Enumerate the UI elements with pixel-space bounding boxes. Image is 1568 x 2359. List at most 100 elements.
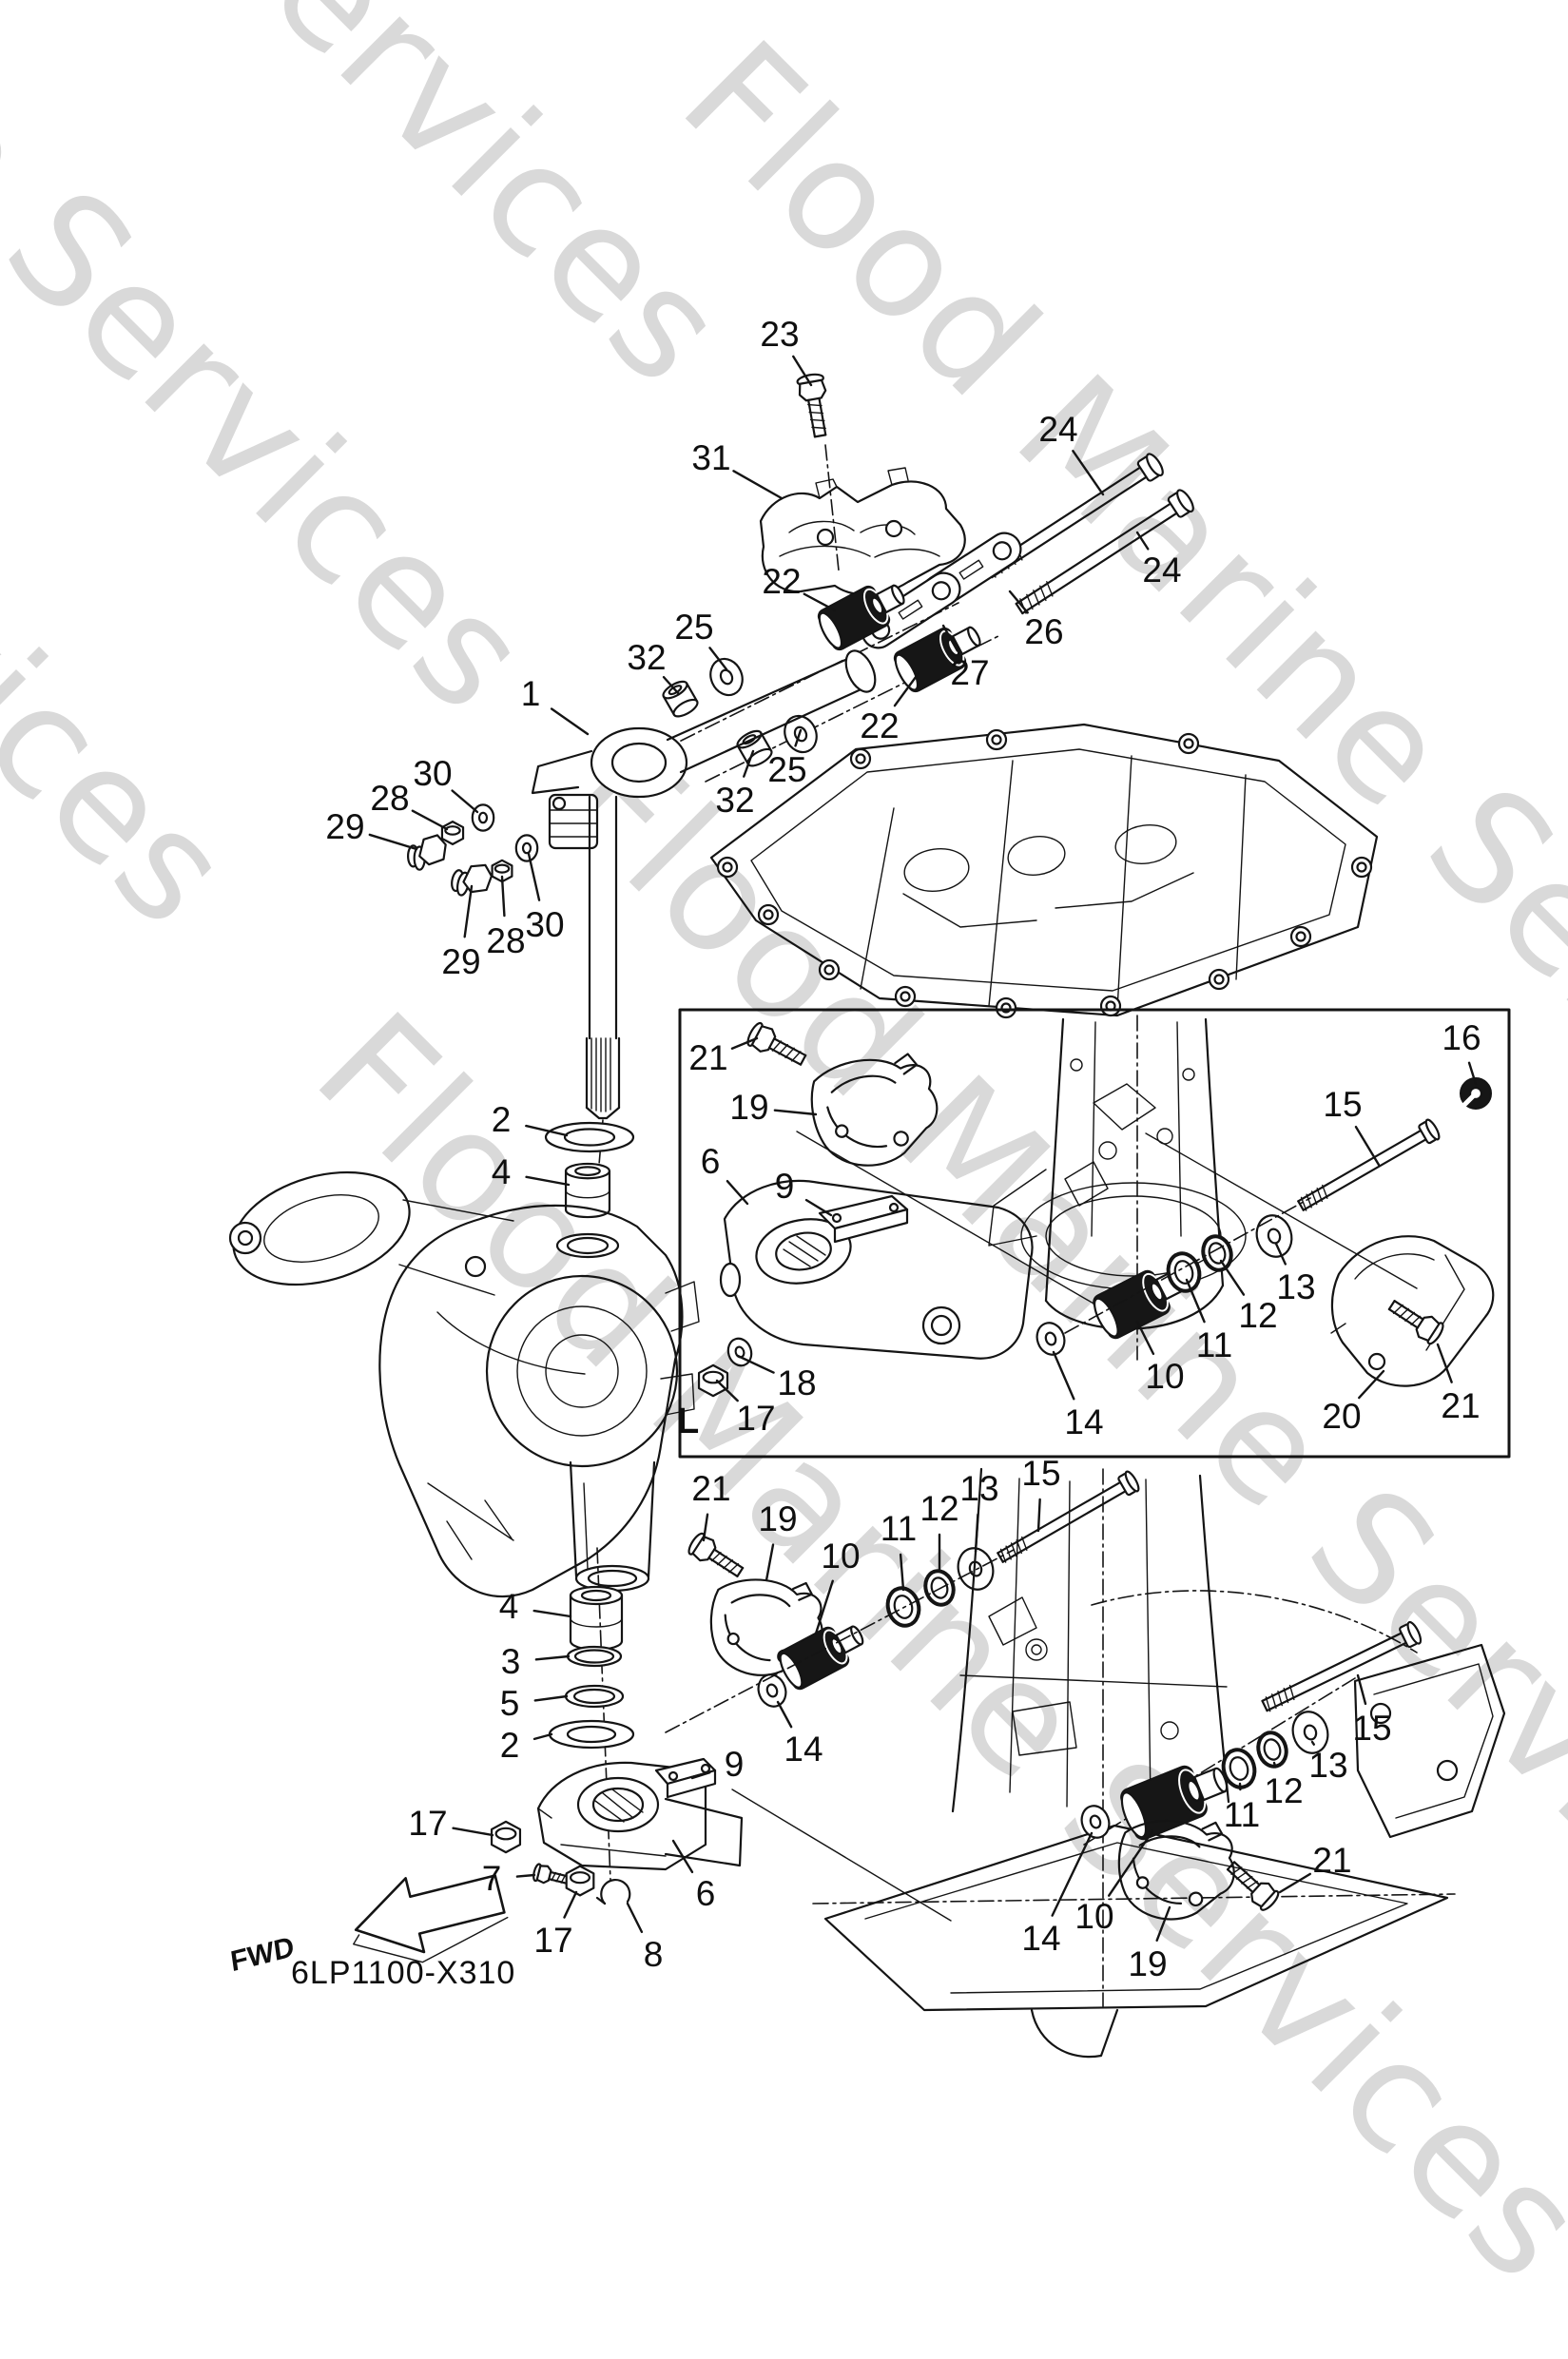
- fwd-label: FWD: [228, 1931, 296, 1978]
- bolt-23-drawing: [795, 371, 835, 440]
- part-callout-13: 13: [959, 1469, 999, 1508]
- nut-17-bottom-second-drawing: [565, 1865, 595, 1897]
- part-callout-32: 32: [715, 781, 755, 820]
- part-callout-24: 24: [1142, 551, 1182, 590]
- axis-bottom-left: [665, 1549, 1015, 1733]
- part-callout-21: 21: [1441, 1386, 1481, 1425]
- part-callout-26: 26: [1024, 612, 1064, 651]
- inset-grommet-16-drawing: [1460, 1077, 1492, 1110]
- swivel-bracket-drawing: [228, 1170, 700, 1598]
- part-callout-17: 17: [408, 1804, 448, 1843]
- plug-29-upper-drawing: [406, 834, 447, 871]
- ring-5-drawing: [564, 1684, 625, 1709]
- part-callout-10: 10: [1074, 1897, 1114, 1936]
- part-callout-19: 19: [729, 1088, 769, 1127]
- washer-2-upper-drawing: [544, 1121, 635, 1153]
- washer-30-upper-drawing: [471, 803, 495, 832]
- part-callout-25: 25: [767, 750, 807, 789]
- part-callout-31: 31: [691, 438, 731, 477]
- part-callout-13: 13: [1276, 1267, 1316, 1306]
- washer-30-lower-drawing: [514, 834, 539, 862]
- part-callout-21: 21: [688, 1038, 728, 1077]
- part-callout-22: 22: [860, 706, 900, 745]
- part-callout-7: 7: [481, 1859, 502, 1898]
- ring-12-bottom-right-drawing: [1252, 1727, 1292, 1772]
- bushing-32-left-drawing: [659, 677, 702, 721]
- mount-bracket-6-bottom-drawing: [536, 1757, 952, 1922]
- part-callout-21: 21: [691, 1469, 731, 1508]
- nut-28-upper-drawing: [441, 821, 464, 845]
- part-callout-15: 15: [1323, 1085, 1363, 1124]
- inset-axis: [1064, 1197, 1311, 1334]
- inset-clamp-19-drawing: [806, 1050, 944, 1172]
- lower-unit-drawing: [812, 1467, 1506, 2059]
- part-callout-4: 4: [491, 1152, 512, 1191]
- part-callout-9: 9: [724, 1745, 745, 1784]
- callout-leader-lines: [368, 355, 1478, 1942]
- inset-washer-14-drawing: [1031, 1318, 1071, 1360]
- inset-bolt-21-left-drawing: [744, 1019, 811, 1073]
- part-callout-9: 9: [774, 1167, 795, 1206]
- part-callout-12: 12: [920, 1489, 959, 1528]
- part-callout-12: 12: [1264, 1771, 1304, 1810]
- part-callout-3: 3: [500, 1642, 521, 1681]
- part-callout-19: 19: [1128, 1944, 1168, 1983]
- inset-nut-17-drawing: [697, 1363, 729, 1398]
- ring-12-bottom-left-drawing: [920, 1565, 959, 1611]
- part-callout-28: 28: [486, 921, 526, 960]
- part-callout-19: 19: [758, 1499, 798, 1538]
- engine-pan-drawing: [709, 723, 1379, 1019]
- part-callout-1: 1: [520, 674, 541, 713]
- inset-bolt-15-drawing: [1294, 1116, 1442, 1217]
- inset-washer-13-drawing: [1250, 1209, 1298, 1263]
- inset-midsection-drawing: [796, 1015, 1418, 1361]
- part-callout-25: 25: [674, 608, 714, 647]
- nut-17-bottom-first-drawing: [490, 1820, 522, 1854]
- inset-orientation-label: L: [677, 1402, 700, 1441]
- bracket-mouth-drawing: [555, 1232, 620, 1259]
- swivel-shaft-drawing: [585, 795, 621, 1166]
- part-callout-4: 4: [498, 1587, 519, 1626]
- inset-cover-20-drawing: [1330, 1235, 1495, 1387]
- ring-3-drawing: [566, 1645, 623, 1668]
- inset-bolt-21-right-drawing: [1384, 1293, 1447, 1347]
- part-callout-30: 30: [413, 754, 453, 793]
- inset-block-9-drawing: [818, 1194, 909, 1244]
- part-callout-32: 32: [627, 638, 667, 677]
- part-callout-29: 29: [441, 942, 481, 981]
- part-callout-29: 29: [325, 807, 365, 846]
- part-callout-10: 10: [821, 1537, 861, 1576]
- part-callout-21: 21: [1312, 1841, 1352, 1880]
- part-callout-12: 12: [1238, 1296, 1278, 1335]
- part-callout-2: 2: [491, 1100, 512, 1139]
- part-callout-14: 14: [784, 1730, 823, 1769]
- part-callout-23: 23: [760, 315, 800, 354]
- part-callout-18: 18: [777, 1363, 817, 1402]
- steering-yoke-1-drawing: [531, 649, 877, 850]
- part-callout-2: 2: [499, 1726, 520, 1765]
- part-callout-30: 30: [525, 905, 565, 944]
- part-callout-6: 6: [695, 1874, 716, 1913]
- part-callout-27: 27: [950, 653, 990, 692]
- part-callout-14: 14: [1064, 1402, 1104, 1441]
- centerline-23-31: [824, 444, 840, 571]
- part-callout-11: 11: [880, 1509, 918, 1548]
- part-callout-6: 6: [700, 1142, 721, 1181]
- inset-mount-6-drawing: [719, 1179, 1034, 1360]
- detail-inset-box: [678, 1008, 1511, 1459]
- part-callout-8: 8: [643, 1935, 664, 1974]
- part-callout-15: 15: [1021, 1454, 1061, 1493]
- part-callout-28: 28: [370, 779, 410, 818]
- part-callout-5: 5: [499, 1684, 520, 1723]
- inset-washer-18-drawing: [724, 1334, 756, 1370]
- part-callout-15: 15: [1352, 1709, 1392, 1748]
- part-callout-11: 11: [1195, 1325, 1233, 1364]
- washer-25-left-drawing: [704, 652, 749, 702]
- part-callout-20: 20: [1322, 1397, 1362, 1436]
- part-callout-13: 13: [1308, 1746, 1348, 1785]
- diagram-code: 6LP1100-X310: [291, 1955, 516, 1991]
- inset-ring-12-drawing: [1197, 1230, 1237, 1276]
- part-callout-24: 24: [1038, 410, 1078, 449]
